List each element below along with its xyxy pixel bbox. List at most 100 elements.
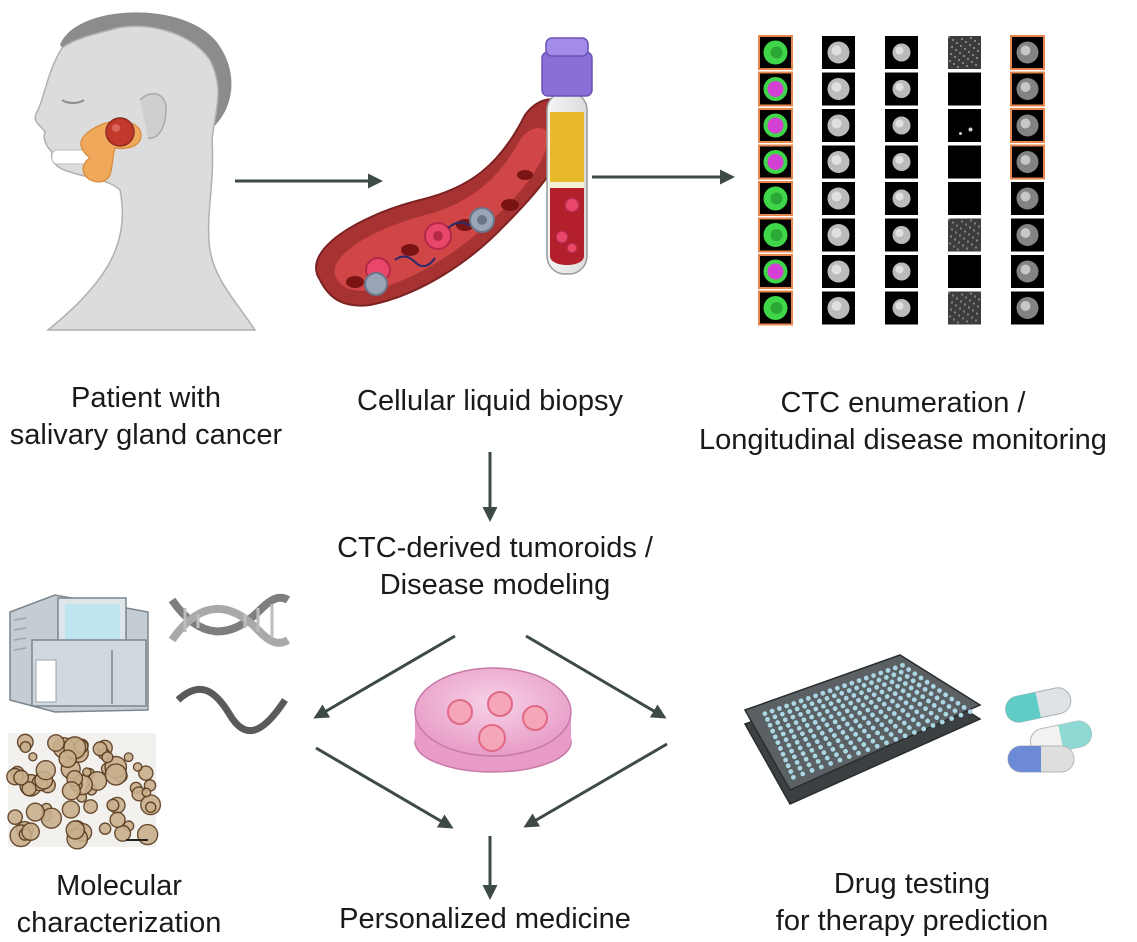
- well: [789, 748, 794, 754]
- well: [783, 757, 789, 763]
- well: [820, 717, 826, 722]
- arrow-tumoroids-to-drug-testing: [525, 634, 667, 719]
- well: [896, 715, 902, 721]
- well: [943, 711, 949, 717]
- well: [846, 688, 852, 693]
- immune-cell: [364, 272, 388, 296]
- well: [937, 707, 943, 713]
- well: [881, 701, 887, 707]
- well: [786, 742, 792, 748]
- well: [889, 698, 895, 704]
- ctc-image-tile: [758, 254, 793, 289]
- well: [939, 719, 945, 725]
- arrow-molecular-to-personalized: [315, 746, 454, 829]
- well: [824, 722, 830, 728]
- well: [859, 690, 864, 696]
- ctc-image-tile: [885, 72, 918, 106]
- well: [943, 692, 948, 698]
- well: [824, 755, 830, 761]
- well: [868, 699, 874, 705]
- stained-cell: [123, 752, 134, 763]
- well: [861, 742, 867, 747]
- well: [901, 720, 907, 726]
- well: [844, 708, 850, 714]
- ctc-image-tile: [1010, 35, 1045, 70]
- well: [846, 754, 852, 760]
- well: [874, 717, 880, 723]
- well: [892, 665, 898, 671]
- label-ctc-enumeration: CTC enumeration / Longitudinal disease m…: [672, 385, 1134, 459]
- well: [856, 697, 861, 703]
- well: [853, 718, 859, 724]
- well: [911, 729, 917, 735]
- well: [811, 733, 817, 739]
- well: [885, 668, 891, 673]
- well: [828, 701, 834, 706]
- well: [762, 711, 768, 717]
- well: [812, 753, 818, 759]
- tumoroid-icon: [478, 724, 506, 752]
- ctc-image-tile: [822, 218, 855, 252]
- well: [889, 679, 895, 685]
- well: [961, 705, 967, 710]
- red-blood-cell: [346, 276, 364, 288]
- well: [881, 682, 887, 688]
- well: [870, 712, 875, 718]
- label-molecular-line1: Molecular: [56, 870, 182, 902]
- well: [866, 720, 871, 726]
- well: [908, 704, 914, 710]
- well: [903, 700, 909, 706]
- ctc-image-tile: [885, 182, 918, 215]
- well: [861, 728, 867, 734]
- well: [794, 739, 800, 745]
- well: [904, 674, 910, 679]
- well: [853, 731, 858, 737]
- well: [897, 676, 902, 682]
- well: [832, 719, 838, 725]
- ctc-image-tile: [885, 109, 918, 142]
- capsule-blue: [1007, 745, 1075, 773]
- red-blood-cell: [401, 244, 419, 256]
- stained-cell: [65, 820, 86, 840]
- well: [884, 694, 890, 699]
- well: [863, 675, 869, 681]
- well: [778, 725, 783, 731]
- red-blood-cell: [501, 199, 519, 211]
- well: [817, 711, 822, 717]
- stained-cell: [92, 741, 108, 757]
- well: [800, 771, 806, 777]
- well: [870, 725, 876, 731]
- label-biopsy: Cellular liquid biopsy: [330, 383, 650, 420]
- label-drug-testing-line2: for therapy prediction: [775, 905, 1049, 937]
- well: [772, 734, 778, 740]
- well: [865, 747, 871, 753]
- well: [797, 765, 803, 771]
- ctc-image-tile: [822, 255, 855, 288]
- well: [778, 745, 783, 751]
- label-drug-testing: Drug testing for therapy prediction: [752, 866, 1072, 940]
- well: [769, 708, 775, 714]
- well: [849, 726, 854, 732]
- well: [840, 729, 846, 735]
- well: [848, 700, 854, 706]
- well: [808, 728, 813, 734]
- well: [770, 728, 776, 734]
- label-patient-line2: salivary gland cancer: [9, 419, 283, 451]
- ctc-image-tile: [822, 72, 855, 106]
- well: [780, 751, 786, 757]
- well: [893, 736, 899, 742]
- well: [837, 757, 843, 763]
- cluster-thread: [447, 221, 471, 229]
- well: [785, 763, 791, 769]
- well: [823, 736, 829, 741]
- well: [922, 686, 928, 692]
- arrow-tumoroids-to-molecular: [313, 634, 456, 719]
- well: [818, 764, 824, 770]
- well: [879, 689, 885, 695]
- ctc-image-tile: [1011, 255, 1044, 288]
- stained-cell: [19, 740, 32, 753]
- well: [791, 701, 797, 706]
- ctc-image-tile: [948, 109, 981, 142]
- well: [874, 684, 880, 690]
- well: [776, 706, 782, 711]
